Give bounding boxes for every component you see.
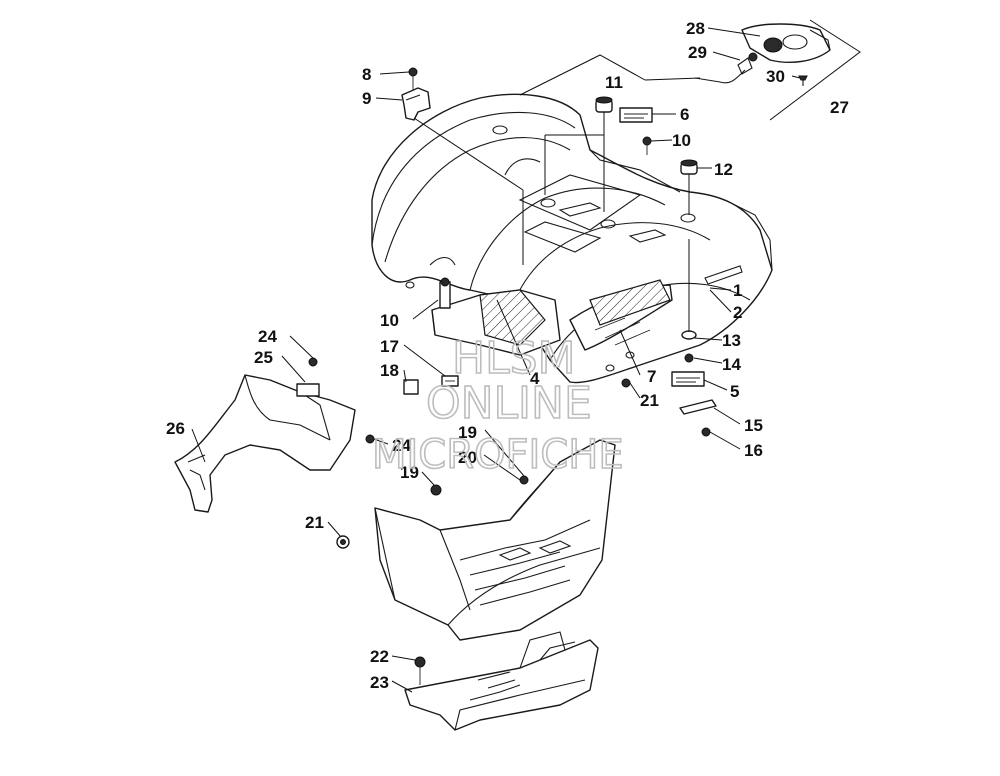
side-decal [569,279,673,351]
grommet-11 [595,96,613,113]
watermark-line2: ONLINE [426,378,592,429]
clip-18 [403,379,419,395]
callout-2: 2 [733,303,742,322]
callout-19-upper: 19 [458,423,477,442]
callout-24-upper: 24 [258,327,277,346]
rear-fender [371,93,773,384]
callout-9: 9 [362,89,371,108]
callout-14: 14 [722,355,741,374]
inner-mud-flap [431,289,561,356]
callout-18: 18 [380,361,399,380]
bolt-10-upper [642,136,652,155]
grommet-12 [680,159,698,175]
callout-26: 26 [166,419,185,438]
callout-4: 4 [530,369,540,388]
bolt-22 [414,656,426,685]
callout-25: 25 [254,348,273,367]
callout-17: 17 [380,337,399,356]
footrest-bar [404,631,599,731]
callout-16: 16 [744,441,763,460]
callout-24-lower: 24 [392,436,411,455]
callout-12: 12 [714,160,733,179]
callout-13: 13 [722,331,741,350]
callout-21-upper: 21 [640,391,659,410]
callout-11: 11 [605,73,623,92]
group-bracket-27 [519,19,861,121]
screw-14 [684,353,694,363]
decal-5 [671,371,705,387]
callout-22: 22 [370,647,389,666]
callout-21-lower: 21 [305,513,324,532]
callout-19-lower: 19 [400,463,419,482]
callout-27: 27 [830,98,849,117]
fastener-24-upper [308,357,318,367]
nut-21-lower [336,535,350,549]
callout-1: 1 [733,281,742,300]
callout-20: 20 [458,448,477,467]
callout-29: 29 [688,43,707,62]
decal-6 [619,107,653,123]
leader-lines [191,27,801,693]
callout-23: 23 [370,673,389,692]
watermark: HLSM ONLINE MICROFICHE [371,332,624,479]
taillight-assembly [694,23,831,86]
callout-5: 5 [730,382,739,401]
callout-30: 30 [766,67,785,86]
callout-6: 6 [680,105,689,124]
footwell [374,439,616,641]
bracket-8-9 [401,67,431,121]
callout-28: 28 [686,19,705,38]
callout-10-lower: 10 [380,311,399,330]
side-panel [174,374,356,513]
bolt-10-lower [439,277,451,309]
fastener-19 [430,475,529,496]
nut-21-upper [621,378,631,388]
callout-10-upper: 10 [672,131,691,150]
reflector-15 [679,399,717,415]
callout-labels: 28 29 30 27 8 9 11 6 10 12 1 2 13 14 7 5… [166,19,849,692]
callout-7: 7 [647,367,656,386]
watermark-line1: HLSM [452,333,576,384]
callout-15: 15 [744,416,763,435]
screw-16 [701,427,711,437]
clip-17 [441,375,459,387]
grommet-13 [681,330,697,340]
watermark-line3: MICROFICHE [372,432,624,478]
callout-8: 8 [362,65,371,84]
